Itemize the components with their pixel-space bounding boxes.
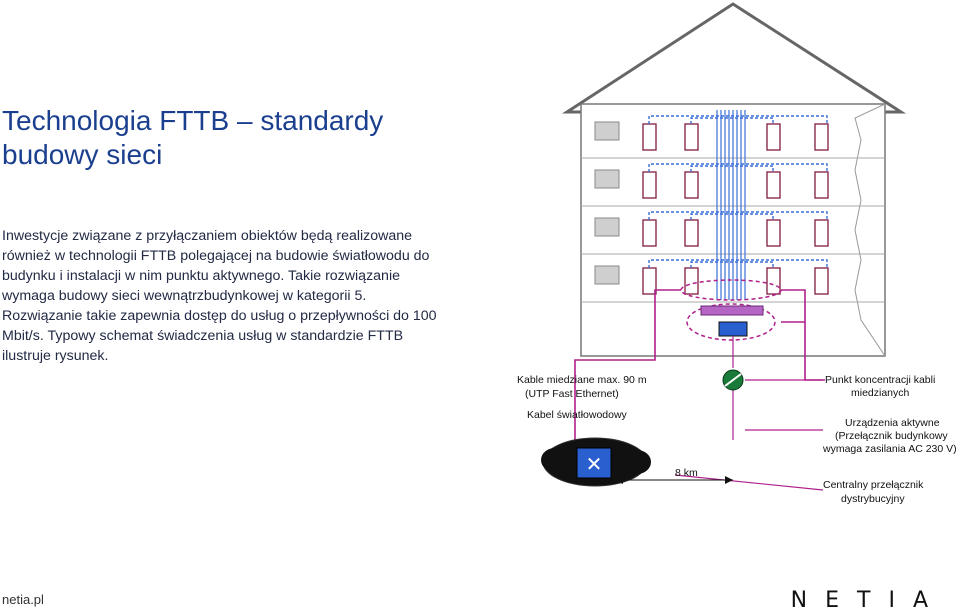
fttb-diagram: ✕ Kable miedziane max. 90 m (UTP Fast Et… bbox=[517, 2, 957, 505]
label-concentration-1: Punkt koncentracji kabli bbox=[825, 374, 935, 386]
concentration-ellipse bbox=[686, 303, 776, 341]
building-roof bbox=[561, 2, 907, 114]
page-title: Technologia FTTB – standardy budowy siec… bbox=[2, 104, 422, 172]
label-active-3: wymaga zasilania AC 230 V) bbox=[822, 443, 957, 455]
label-central-1: Centralny przełącznik bbox=[823, 479, 924, 491]
label-central-2: dystrybucyjny bbox=[841, 493, 905, 505]
title-line-1: Technologia FTTB – standardy bbox=[2, 105, 384, 136]
building-switch-icon bbox=[718, 321, 748, 337]
windows bbox=[594, 121, 620, 285]
label-active-1: Urządzenia aktywne bbox=[845, 417, 940, 429]
copper-riser-bundle bbox=[716, 110, 746, 300]
label-copper-1: Kable miedziane max. 90 m bbox=[517, 374, 647, 386]
body-paragraph: Inwestycje związane z przyłączaniem obie… bbox=[2, 228, 437, 364]
building-right-edge bbox=[854, 103, 886, 357]
footer-url[interactable]: netia.pl bbox=[2, 592, 44, 607]
label-distance: 8 km bbox=[675, 467, 698, 479]
label-active-2: (Przełącznik budynkowy bbox=[835, 430, 948, 442]
title-line-2: budowy sieci bbox=[2, 139, 163, 170]
label-concentration-2: miedzianych bbox=[851, 387, 910, 399]
label-copper-2: (UTP Fast Ethernet) bbox=[525, 388, 619, 400]
building-switch-rack bbox=[700, 305, 764, 316]
callout-lines bbox=[674, 336, 824, 491]
label-fiber: Kabel światłowodowy bbox=[527, 409, 628, 421]
netia-logo: NETIA bbox=[790, 588, 946, 613]
central-switch-icon bbox=[576, 447, 612, 479]
copper-floor-cables bbox=[648, 115, 828, 268]
svg-text:✕: ✕ bbox=[586, 452, 603, 476]
